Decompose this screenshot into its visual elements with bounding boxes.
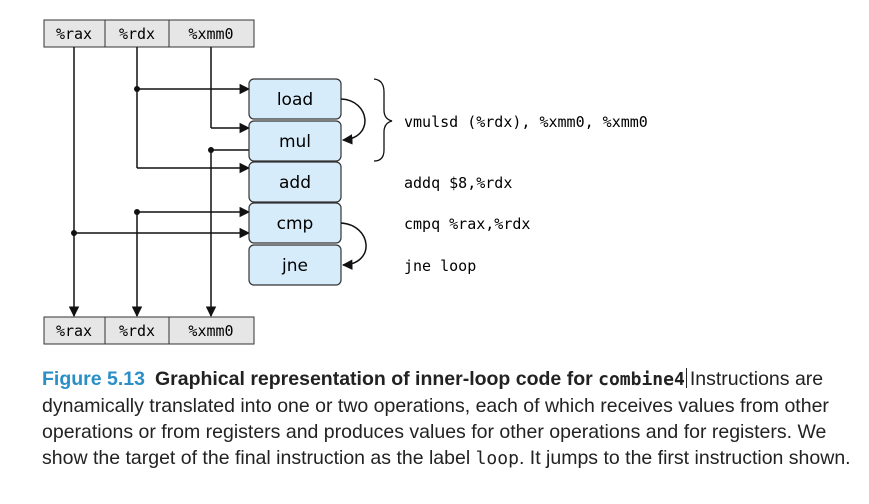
text-cursor [685, 368, 687, 388]
caption-body-code: loop [475, 448, 519, 469]
top-reg-rdx: %rdx [119, 25, 155, 43]
figure-label: Figure 5.13 [42, 368, 145, 390]
caption-body-1: Instructions are dynamically translated … [42, 368, 829, 469]
junction-rdx-cmp [134, 209, 140, 215]
bottom-reg-rax: %rax [56, 322, 92, 340]
op-load-label: load [277, 90, 313, 110]
op-jne-label: jne [281, 256, 308, 276]
instruction-brace [373, 78, 393, 162]
instruction-list: vmulsd (%rdx), %xmm0, %xmm0 addq $8,%rdx… [404, 113, 648, 275]
instr-cmpq: cmpq %rax,%rdx [404, 215, 530, 233]
figure-title-code: combine4 [598, 369, 685, 390]
op-add-label: add [279, 173, 311, 193]
instr-addq: addq $8,%rdx [404, 174, 512, 192]
op-add-box [248, 161, 342, 203]
top-reg-rax: %rax [56, 25, 92, 43]
op-mul-box [248, 120, 342, 162]
top-reg-xmm0: %xmm0 [188, 25, 233, 43]
load-to-mul-curve [340, 98, 366, 145]
bottom-register-bar: %rax %rdx %xmm0 [43, 316, 255, 345]
op-jne-box [248, 244, 342, 286]
operation-stack: load mul add cmp jne [248, 78, 342, 286]
figure-title: Graphical representation of inner-loop c… [155, 368, 685, 390]
junction-xmm0-mul [208, 147, 214, 153]
junction-rax-cmp [71, 230, 77, 236]
instr-jne: jne loop [404, 257, 476, 275]
op-cmp-label: cmp [277, 214, 314, 234]
figure-title-text: Graphical representation of inner-loop c… [154, 368, 599, 390]
junction-rdx-load [134, 86, 140, 92]
dataflow-diagram: %rax %rdx %xmm0 %rax %rdx %xmm0 [43, 19, 648, 345]
bottom-reg-rdx: %rdx [119, 322, 155, 340]
caption-body-2: . It jumps to the first instruction show… [518, 447, 851, 469]
cmp-to-jne-curve [340, 222, 367, 270]
bottom-reg-xmm0: %xmm0 [188, 322, 233, 340]
op-mul-label: mul [279, 132, 311, 152]
instr-vmulsd: vmulsd (%rdx), %xmm0, %xmm0 [404, 113, 648, 131]
figure-caption: Figure 5.13 Graphical representation of i… [42, 366, 852, 472]
top-register-bar: %rax %rdx %xmm0 [43, 19, 255, 48]
